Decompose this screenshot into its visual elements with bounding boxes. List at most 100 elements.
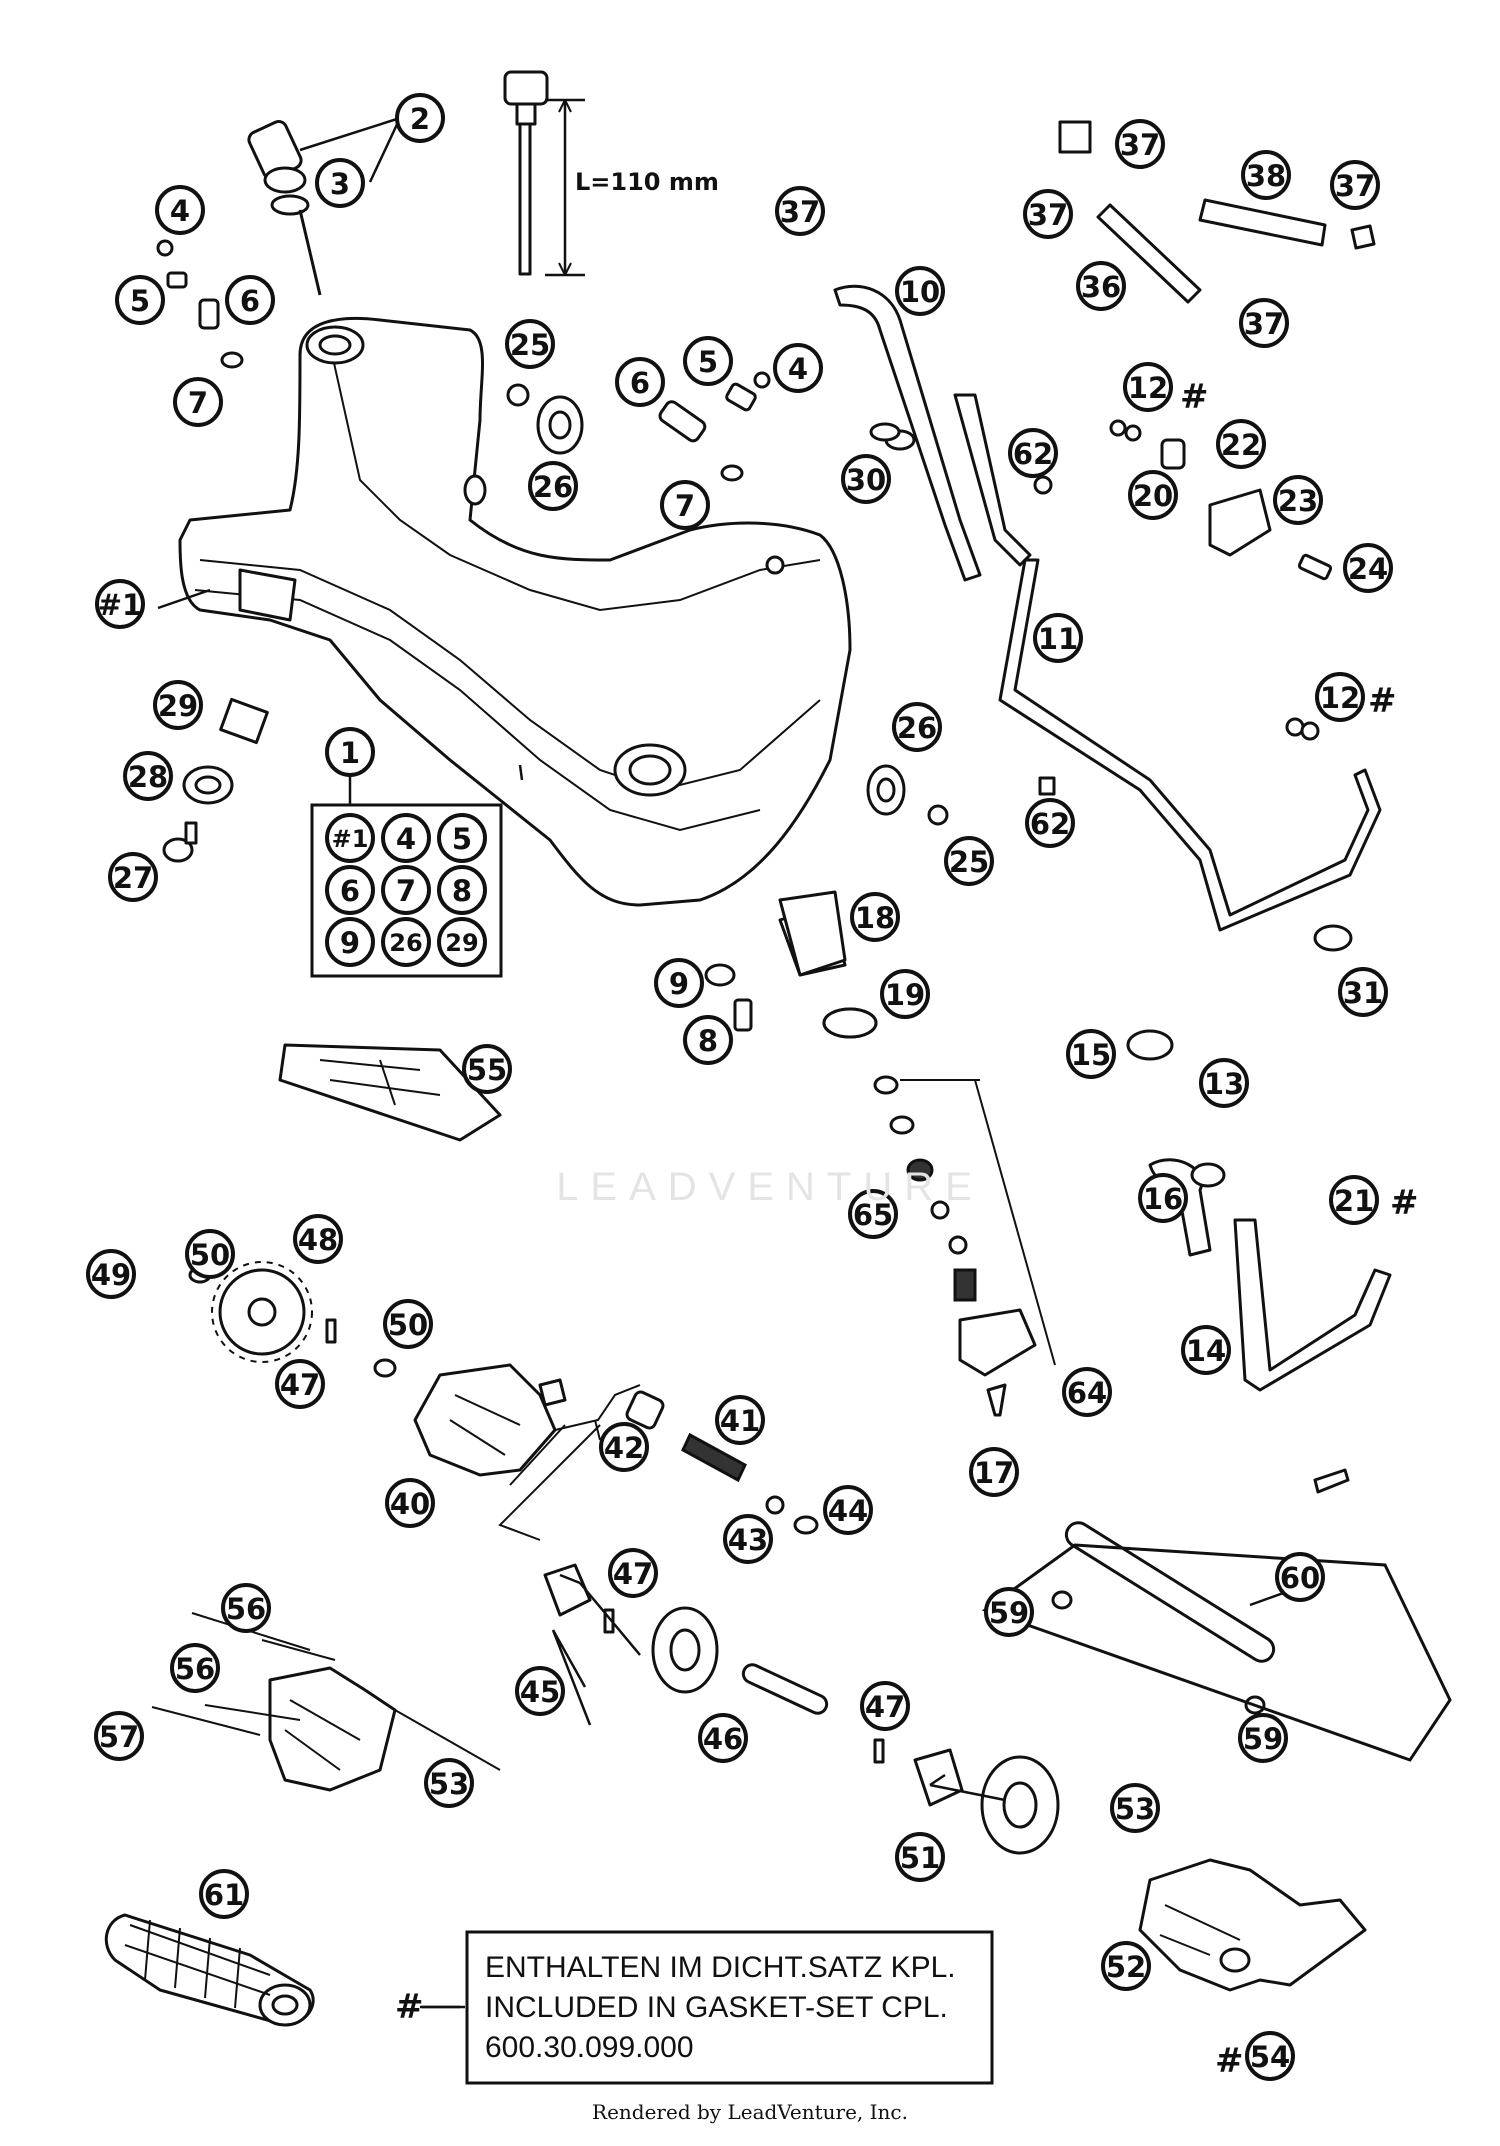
footer-credit: Rendered by LeadVenture, Inc. (592, 2100, 908, 2124)
callout-number: 18 (855, 901, 895, 935)
callout-number: 52 (1106, 1950, 1146, 1984)
part-callout: 45 (515, 1666, 565, 1716)
callout-number: 61 (204, 1878, 244, 1912)
part-callout: 9 (654, 958, 704, 1008)
part-callout: 12 (1315, 672, 1365, 722)
callout-number: 51 (900, 1841, 940, 1875)
part-callout: 19 (880, 969, 930, 1019)
callout-number: 19 (885, 978, 925, 1012)
callout-number: 20 (1133, 479, 1173, 513)
part-callout: 30 (841, 454, 891, 504)
leader-lines (157, 116, 1304, 2009)
callout-number: 62 (1013, 437, 1053, 471)
part-callout: 56 (221, 1583, 271, 1633)
part-callout: 57 (94, 1711, 144, 1761)
callout-number: 49 (91, 1258, 131, 1292)
part-callout: 5 (683, 336, 733, 386)
callout-number: 45 (520, 1675, 560, 1709)
part-callout: 62 (1008, 428, 1058, 478)
callout-number: 46 (703, 1722, 743, 1756)
part-callout: 22 (1216, 419, 1266, 469)
kit-item-number: #1 (332, 825, 369, 853)
note-line-2: INCLUDED IN GASKET-SET CPL. (485, 1991, 948, 2024)
callout-number: 6 (240, 284, 260, 318)
callout-number: 2 (410, 102, 430, 136)
part-callout: 38 (1241, 150, 1291, 200)
callout-number: 16 (1143, 1182, 1183, 1216)
callout-number: 37 (1244, 307, 1284, 341)
part-callout: 54 (1245, 2031, 1295, 2081)
part-callout: 15 (1066, 1029, 1116, 1079)
kit-item-number: 26 (389, 929, 422, 957)
part-callout: 26 (528, 461, 578, 511)
callout-number: 11 (1038, 622, 1078, 656)
callout-number: 15 (1071, 1038, 1111, 1072)
oil-pump-cover (413, 1363, 641, 1541)
part-callout: #1 (95, 579, 145, 629)
kit-item-number: 8 (452, 874, 472, 908)
hash-marker: # (1390, 1183, 1419, 1223)
callout-number: 28 (128, 760, 168, 794)
callout-number: 55 (467, 1053, 507, 1087)
callout-number: 37 (1120, 128, 1160, 162)
callout-number: 62 (1030, 807, 1070, 841)
kit-number: 1 (340, 736, 360, 770)
callout-number: 47 (613, 1557, 653, 1591)
callout-number: 38 (1246, 159, 1286, 193)
callout-number: 50 (190, 1238, 230, 1272)
hash-marker: # (1368, 681, 1397, 721)
oil-filter (104, 1913, 315, 2027)
callout-number: 22 (1221, 428, 1261, 462)
callout-number: 64 (1067, 1376, 1107, 1410)
callout-number: 54 (1250, 2040, 1290, 2074)
callout-number: 24 (1348, 552, 1388, 586)
callout-number: 12 (1320, 681, 1360, 715)
part-callout: 53 (424, 1758, 474, 1808)
kit-item: 4 (381, 813, 431, 863)
part-callout: 26 (892, 702, 942, 752)
callout-number: 17 (974, 1456, 1014, 1490)
part-callout: 53 (1110, 1783, 1160, 1833)
callout-number: 4 (788, 352, 808, 386)
part-callout: 65 (848, 1189, 898, 1239)
callout-number: 6 (630, 366, 650, 400)
part-callout: 50 (185, 1229, 235, 1279)
callout-number: 26 (533, 470, 573, 504)
callout-number: 57 (99, 1720, 139, 1754)
callout-number: 37 (780, 195, 820, 229)
part-callout: 7 (660, 480, 710, 530)
part-callout: 31 (1338, 967, 1388, 1017)
part-callout: 37 (1115, 119, 1165, 169)
part-callout: 11 (1033, 613, 1083, 663)
part-callout: 18 (850, 892, 900, 942)
part-callout: 17 (969, 1447, 1019, 1497)
gasket-set-note: # ENTHALTEN IM DICHT.SATZ KPL. INCLUDED … (395, 1930, 994, 2085)
callout-number: 8 (698, 1024, 718, 1058)
watermark: LEADVENTURE (556, 1165, 984, 1209)
note-marker: # (395, 1987, 424, 2027)
part-callout: 49 (86, 1249, 136, 1299)
kit-item: 26 (381, 917, 431, 967)
relief-valve (625, 1390, 819, 1535)
oil-pump-housing (1138, 1858, 1367, 1992)
part-callout: 62 (1025, 798, 1075, 848)
callout-number: 10 (900, 275, 940, 309)
note-line-1: ENTHALTEN IM DICHT.SATZ KPL. (485, 1951, 956, 1984)
part-callout: 42 (599, 1422, 649, 1472)
part-callout: 28 (123, 751, 173, 801)
part-callout: 27 (108, 852, 158, 902)
callout-number: 7 (188, 386, 208, 420)
callout-number: 53 (429, 1767, 469, 1801)
part-callout: 46 (698, 1713, 748, 1763)
callout-number: 36 (1081, 270, 1121, 304)
part-callout: 52 (1101, 1941, 1151, 1991)
part-callout: 44 (823, 1485, 873, 1535)
part-callout: 60 (1275, 1552, 1325, 1602)
oil-strainer (278, 890, 878, 1142)
part-callout: 41 (715, 1395, 765, 1445)
part-callout: 50 (383, 1299, 433, 1349)
callout-number: 5 (130, 284, 150, 318)
part-callout: 21 (1329, 1175, 1379, 1225)
